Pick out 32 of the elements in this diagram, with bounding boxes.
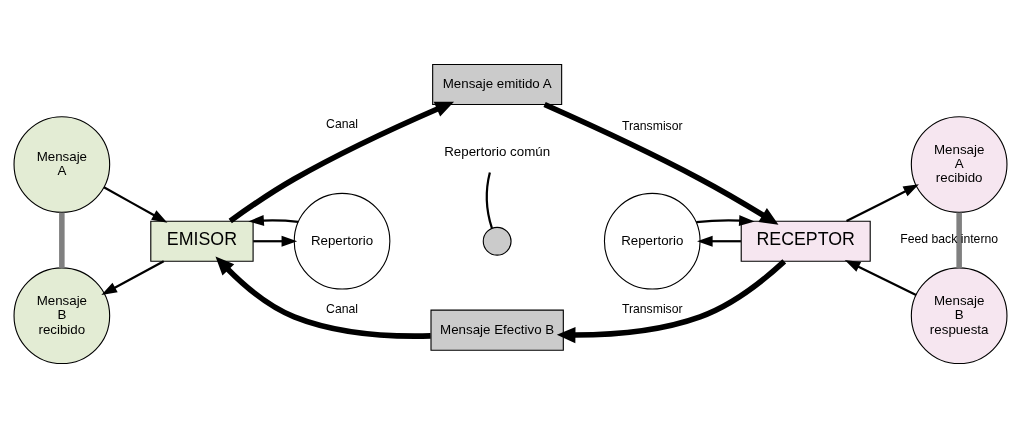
node-box: Mensaje Efectivo B: [430, 309, 564, 351]
arrow: [696, 214, 755, 226]
node-circle: Mensaje B recibido: [13, 266, 111, 364]
arrow: [846, 183, 919, 222]
edge-label: Canal: [326, 116, 359, 131]
connector: [59, 212, 65, 268]
edge-label: Feed back interno: [900, 231, 999, 246]
arrow: [543, 101, 779, 225]
node-circle: Mensaje B respuesta: [910, 266, 1008, 364]
arrow: [215, 255, 431, 339]
node-box: Mensaje emitido A: [432, 63, 563, 105]
node-circle: [482, 226, 512, 256]
connector: [956, 212, 962, 268]
node-circle: Mensaje A: [13, 115, 111, 213]
arrow: [103, 185, 168, 223]
arrow: [101, 259, 165, 295]
node-box: EMISOR: [150, 220, 254, 262]
edge-label: Canal: [326, 301, 359, 316]
node-circle: Repertorio: [293, 192, 391, 290]
node-text: Repertorio común: [444, 143, 551, 159]
edge-label: Transmisor: [621, 301, 683, 316]
arrow: [697, 235, 741, 247]
arrow: [253, 235, 298, 247]
node-circle: Repertorio: [603, 192, 701, 290]
edge-label: Transmisor: [621, 118, 683, 133]
arrow: [248, 214, 299, 226]
arrow: [556, 258, 787, 343]
connector: [485, 171, 493, 228]
arrow: [228, 101, 454, 223]
arrow: [844, 259, 917, 296]
node-box: RECEPTOR: [740, 220, 871, 262]
node-circle: Mensaje A recibido: [910, 115, 1008, 213]
